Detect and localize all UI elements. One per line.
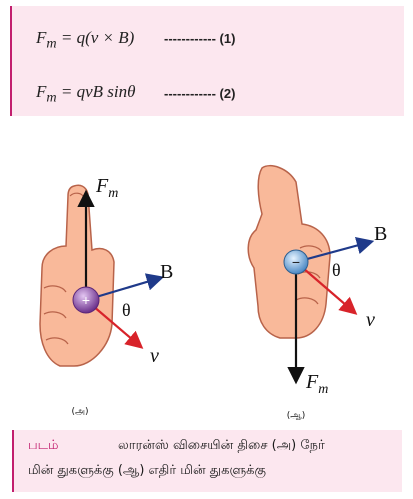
left-charge-sign: +: [82, 292, 90, 308]
eq2-lhs: F: [36, 82, 47, 101]
left-force-label: Fm: [95, 175, 118, 201]
lorentz-force-figure: + Fm B θ v (அ) − Fm B θ v (ஆ): [39, 164, 387, 421]
caption-label: படம்: [28, 438, 59, 453]
right-hand-diagram: − Fm B θ v (ஆ): [247, 164, 387, 421]
eq2-rhs: = qvB sinθ: [60, 82, 136, 101]
eq1-rhs: = q(v × B): [60, 28, 135, 47]
left-positive-charge: [72, 286, 100, 314]
right-negative-charge: [283, 249, 309, 275]
eq1-lhs-subscript: m: [46, 35, 57, 52]
caption-line-1: லாரன்ஸ் விசையின் திசை (அ) நேர்: [118, 438, 325, 453]
left-sub-caption: (அ): [71, 407, 88, 417]
equation-1-tag: ------------ (1): [164, 31, 236, 46]
equation-1: Fm = q(v × B): [36, 28, 134, 52]
right-force-label: Fm: [305, 371, 328, 397]
right-sub-caption: (ஆ): [287, 411, 305, 421]
left-hand-shape: [39, 184, 115, 367]
left-angle-label: θ: [122, 300, 131, 320]
eq2-lhs-subscript: m: [46, 89, 57, 106]
eq1-lhs: F: [36, 28, 47, 47]
equation-2: Fm = qvB sinθ: [36, 82, 135, 106]
equation-2-tag: ------------ (2): [164, 86, 236, 101]
left-velocity-label: v: [150, 345, 159, 367]
left-field-label: B: [160, 261, 173, 283]
right-field-label: B: [374, 223, 387, 245]
right-charge-sign: −: [292, 254, 300, 270]
left-hand-diagram: + Fm B θ v (அ): [39, 175, 173, 417]
right-velocity-label: v: [366, 309, 375, 331]
figure-caption: படம் லாரன்ஸ் விசையின் திசை (அ) நேர் மின்…: [12, 430, 402, 492]
right-angle-label: θ: [332, 260, 341, 280]
equation-panel: Fm = q(v × B) ------------ (1) Fm = qvB …: [10, 6, 404, 116]
right-field-arrow: [295, 236, 375, 264]
caption-line-2: மின் துகளுக்கு (ஆ) எதிர் மின் துகளுக்கு: [28, 463, 266, 478]
right-velocity-arrow: [295, 261, 358, 315]
